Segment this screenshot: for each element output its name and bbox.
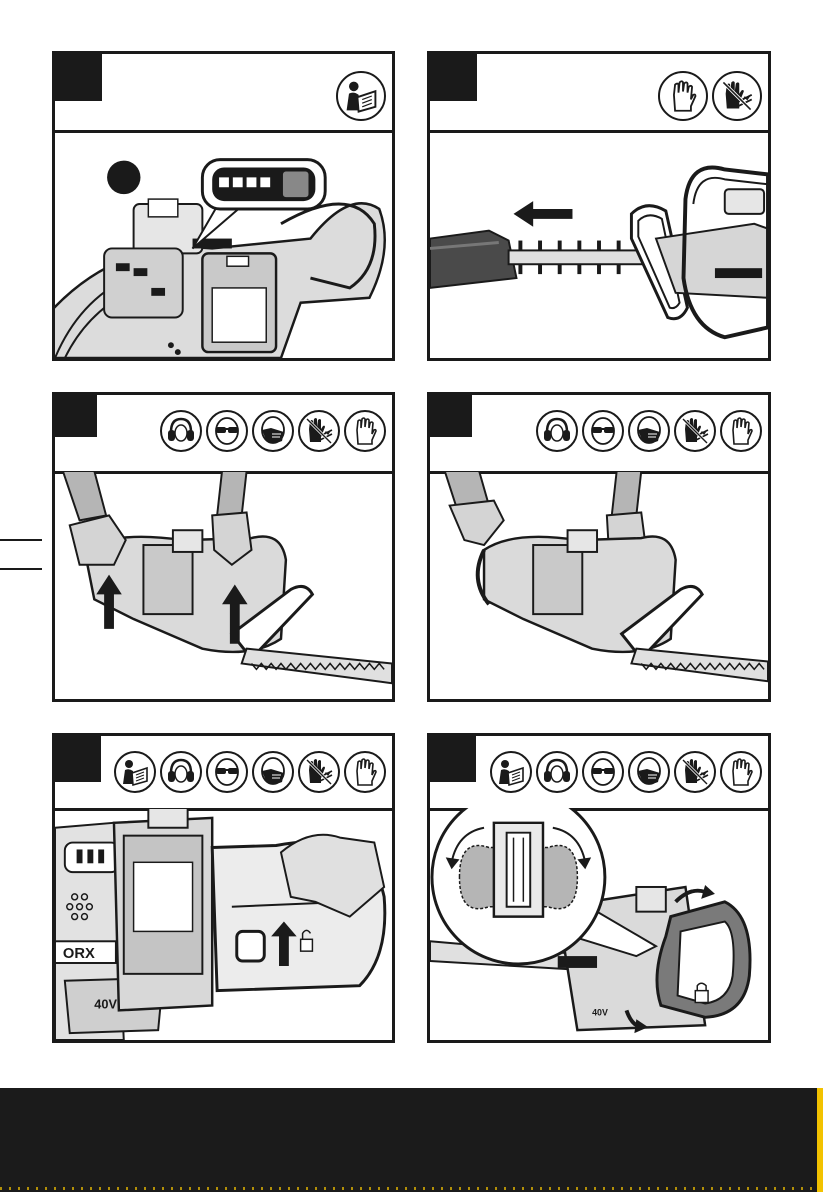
gloves-icon [344, 751, 386, 793]
eye-protection-icon [206, 410, 248, 452]
step-6-number-block [430, 736, 476, 782]
no-hands-on-blade-icon [298, 751, 340, 793]
dust-mask-icon [628, 751, 670, 793]
ear-protection-icon [536, 751, 578, 793]
handle-rotation-illustration: 40V [430, 808, 768, 1040]
gloves-icon [344, 410, 386, 452]
step-5-panel: ORX 40V [52, 733, 395, 1043]
handle-unlock-illustration: ORX 40V [55, 808, 392, 1040]
read-manual-icon [114, 751, 156, 793]
read-manual-icon [490, 751, 532, 793]
dust-mask-icon [252, 410, 294, 452]
step-3-number-block [55, 395, 97, 437]
footer-bar [0, 1088, 823, 1192]
no-hands-on-blade-icon [674, 410, 716, 452]
step-1-number-block [55, 54, 102, 101]
dust-mask-icon [628, 410, 670, 452]
ear-protection-icon [536, 410, 578, 452]
battery-indicator-illustration [55, 130, 392, 358]
two-hand-grip-illustration [55, 471, 392, 699]
voltage-label-small: 40V [592, 1007, 608, 1017]
blade-cover-removal-illustration [430, 130, 768, 358]
gloves-icon [658, 71, 708, 121]
ear-protection-icon [160, 751, 202, 793]
release-grip-illustration [430, 471, 768, 699]
eye-protection-icon [582, 751, 624, 793]
read-manual-icon [336, 71, 386, 121]
footer-dotted-edge [0, 1187, 823, 1190]
step-6-panel: 40V [427, 733, 771, 1043]
no-hands-on-blade-icon [298, 410, 340, 452]
footer-accent-edge [817, 1088, 823, 1192]
eye-protection-icon [582, 410, 624, 452]
step-4-panel [427, 392, 771, 702]
no-hands-on-blade-icon [712, 71, 762, 121]
step-1-panel [52, 51, 395, 361]
step-3-panel [52, 392, 395, 702]
step-2-number-block [430, 54, 477, 101]
step-2-panel [427, 51, 771, 361]
step-4-number-block [430, 395, 472, 437]
eye-protection-icon [206, 751, 248, 793]
gloves-icon [720, 410, 762, 452]
brand-label: ORX [63, 946, 95, 962]
no-hands-on-blade-icon [674, 751, 716, 793]
margin-tick-lower [0, 568, 42, 570]
step-5-number-block [55, 736, 101, 782]
ear-protection-icon [160, 410, 202, 452]
dust-mask-icon [252, 751, 294, 793]
voltage-label: 40V [94, 996, 117, 1011]
margin-tick-upper [0, 539, 42, 541]
gloves-icon [720, 751, 762, 793]
